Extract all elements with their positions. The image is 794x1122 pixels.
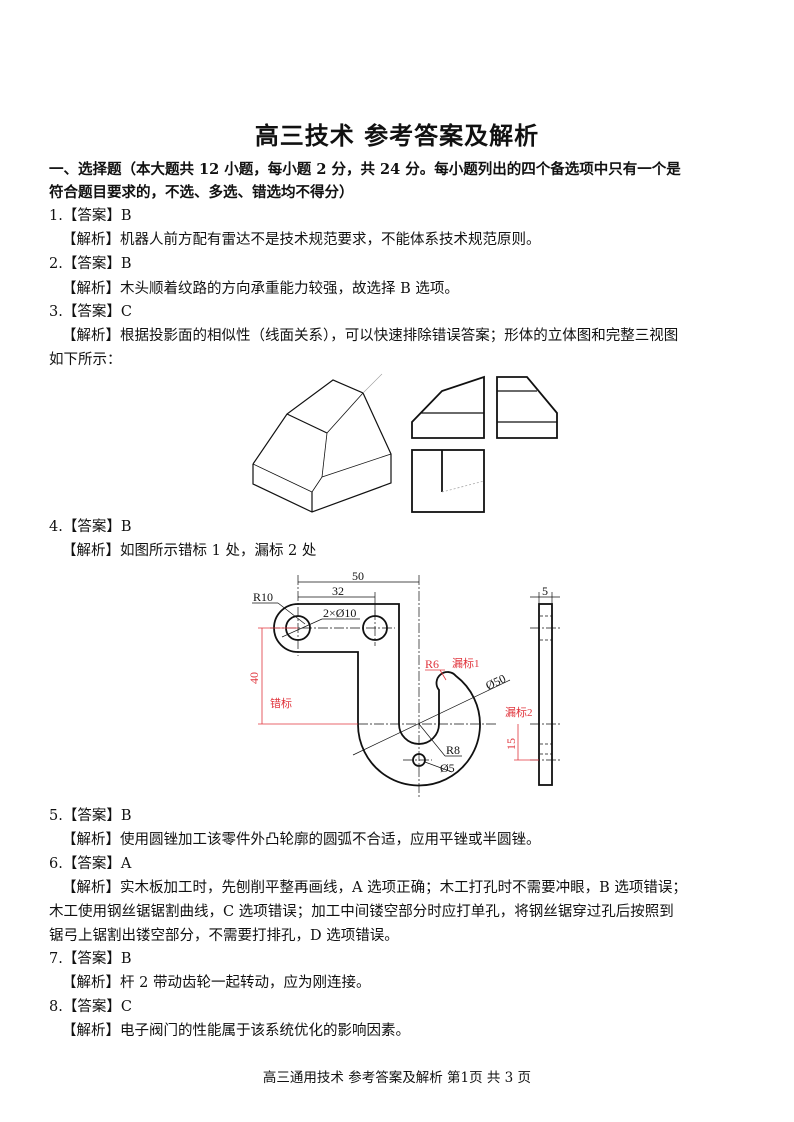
explain-6: 【解析】实木板加工时，先刨削平整再画线，A 选项正确；木工打孔时不需要冲眼，B …	[62, 880, 687, 896]
explain-5: 【解析】使用圆锉加工该零件外凸轮廓的圆弧不合适，应用平锉或半圆锉。	[62, 832, 541, 848]
dim-15-label: 15	[504, 738, 518, 750]
explain-6: 木工使用钢丝锯锯割曲线，C 选项错误；加工中间镂空部分时应打单孔，将钢丝锯穿过孔…	[49, 904, 674, 920]
r8-label: R8	[446, 743, 460, 757]
answer-1: 1.【答案】B	[49, 208, 132, 224]
r6-label: R6	[425, 657, 439, 671]
dim-50-label: 50	[352, 569, 364, 583]
dim-40-label: 40	[247, 672, 261, 684]
top-view	[411, 449, 485, 513]
side-view	[496, 376, 558, 439]
holes-label: 2×Ø10	[323, 606, 356, 620]
answer-4: 4.【答案】B	[49, 519, 132, 535]
section-heading: 一、选择题（本大题共 12 小题，每小题 2 分，共 24 分。每小题列出的四个…	[49, 161, 681, 178]
answer-7: 7.【答案】B	[49, 951, 132, 967]
dimension-lines	[252, 581, 560, 773]
explain-7: 【解析】杆 2 带动齿轮一起转动，应为刚连接。	[62, 975, 371, 991]
page-title: 高三技术 参考答案及解析	[254, 121, 540, 150]
hook-outline	[273, 603, 553, 787]
red-annotations	[258, 627, 539, 761]
r10-label: R10	[253, 590, 273, 604]
answer-5: 5.【答案】B	[49, 808, 132, 824]
front-view	[411, 375, 485, 439]
wrong-mark-label: 错标	[270, 696, 292, 710]
answer-3: 3.【答案】C	[49, 304, 132, 320]
missing-mark-2-label: 漏标2	[505, 705, 533, 719]
page-footer: 高三通用技术 参考答案及解析 第1页 共 3 页	[262, 1070, 532, 1086]
d50-label: Ø50	[483, 671, 508, 692]
explain-4: 【解析】如图所示错标 1 处，漏标 2 处	[62, 543, 317, 559]
explain-6: 锯弓上锯割出镂空部分，不需要打排孔，D 选项错误。	[49, 928, 399, 944]
isometric-drawing	[252, 373, 392, 513]
explain-2: 【解析】木头顺着纹路的方向承重能力较强，故选择 B 选项。	[62, 281, 459, 297]
answer-8: 8.【答案】C	[49, 999, 132, 1015]
explain-8: 【解析】电子阀门的性能属于该系统优化的影响因素。	[62, 1023, 410, 1039]
explain-3: 如下所示：	[49, 352, 122, 368]
d5-label: Ø5	[440, 761, 455, 775]
explain-1: 【解析】机器人前方配有雷达不是技术规范要求，不能体系技术规范原则。	[62, 232, 541, 248]
missing-mark-1-label: 漏标1	[452, 656, 480, 670]
section-heading: 符合题目要求的，不选、多选、错选均不得分）	[49, 184, 354, 201]
answer-6: 6.【答案】A	[49, 856, 132, 872]
dim-5-label: 5	[542, 584, 548, 598]
answer-2: 2.【答案】B	[49, 256, 132, 272]
dim-32-label: 32	[332, 584, 344, 598]
explain-3: 【解析】根据投影面的相似性（线面关系），可以快速排除错误答案；形体的立体图和完整…	[62, 328, 679, 344]
